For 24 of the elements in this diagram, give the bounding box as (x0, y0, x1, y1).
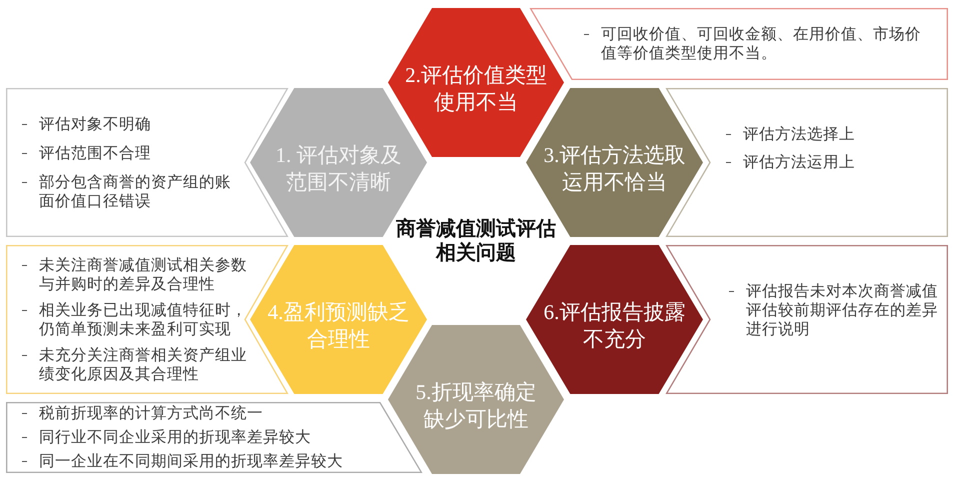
issue-title: 3.评估方法选取运用不恰当 (542, 142, 686, 196)
detail-callout (666, 245, 948, 394)
issue-title: 1. 评估对象及范围不清晰 (274, 142, 402, 196)
detail-text: 相关业务已出现减值特征时，仍简单预测未来盈利可实现 (39, 300, 248, 338)
diagram-title: 商誉减值测试评估相关问题 (395, 216, 557, 264)
detail-text: 未关注商誉减值测试相关参数与并购时的差异及合理性 (39, 256, 248, 294)
issue-hexagon (388, 325, 564, 474)
issue-title: 2.评估价值类型使用不当 (404, 62, 548, 116)
detail-text: 评估报告未对本次商誉减值评估较前期评估存在的差异进行说明 (746, 282, 939, 339)
detail-text: 评估方法运用上 (743, 153, 856, 172)
detail-text: 同一企业在不同期间采用的折现率差异较大 (39, 452, 344, 471)
issue-title: 5.折现率确定缺少可比性 (414, 378, 538, 432)
issue-title: 4.盈利预测缺乏合理性 (266, 298, 410, 352)
detail-text: 评估范围不合理 (39, 144, 152, 162)
detail-text: 可回收价值、可回收金额、在用价值、市场价值等价值类型使用不当。 (601, 25, 922, 63)
detail-text: 评估方法选择上 (743, 125, 856, 144)
detail-text: 部分包含商誉的资产组的账面价值口径错误 (39, 172, 232, 210)
detail-callout (6, 88, 288, 237)
detail-text: 税前折现率的计算方式尚不统一 (39, 404, 264, 423)
detail-text: 未充分关注商誉相关资产组业绩变化原因及其合理性 (39, 346, 248, 384)
detail-callout (6, 402, 422, 473)
issue-title: 6.评估报告披露不充分 (542, 298, 686, 352)
detail-text: 同行业不同企业采用的折现率差异较大 (39, 428, 312, 447)
detail-text: 评估对象不明确 (39, 114, 152, 134)
